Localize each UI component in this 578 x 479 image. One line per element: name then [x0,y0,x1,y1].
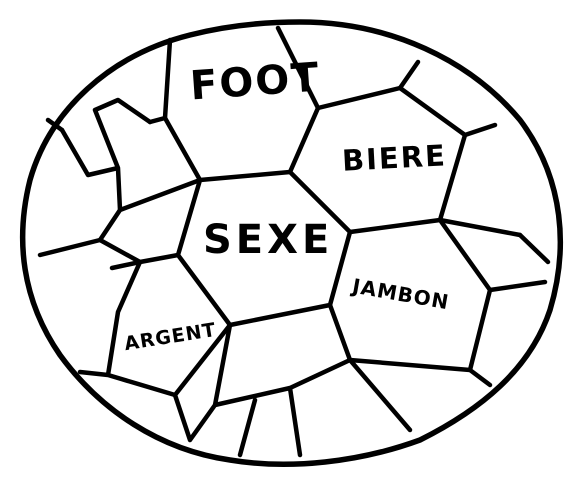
panel-right-upper-edge [437,122,523,238]
label-biere: BIERE [341,138,448,178]
panel-bottom [172,322,413,458]
panel-left-lower [77,259,233,398]
panel-right-upper [347,85,468,235]
ball-outline [19,19,563,468]
panel-left-jag [37,117,143,271]
label-sexe: SEXE [203,217,334,263]
panel-right-lower-edge [467,232,551,388]
label-foot: FOOT [188,54,323,110]
